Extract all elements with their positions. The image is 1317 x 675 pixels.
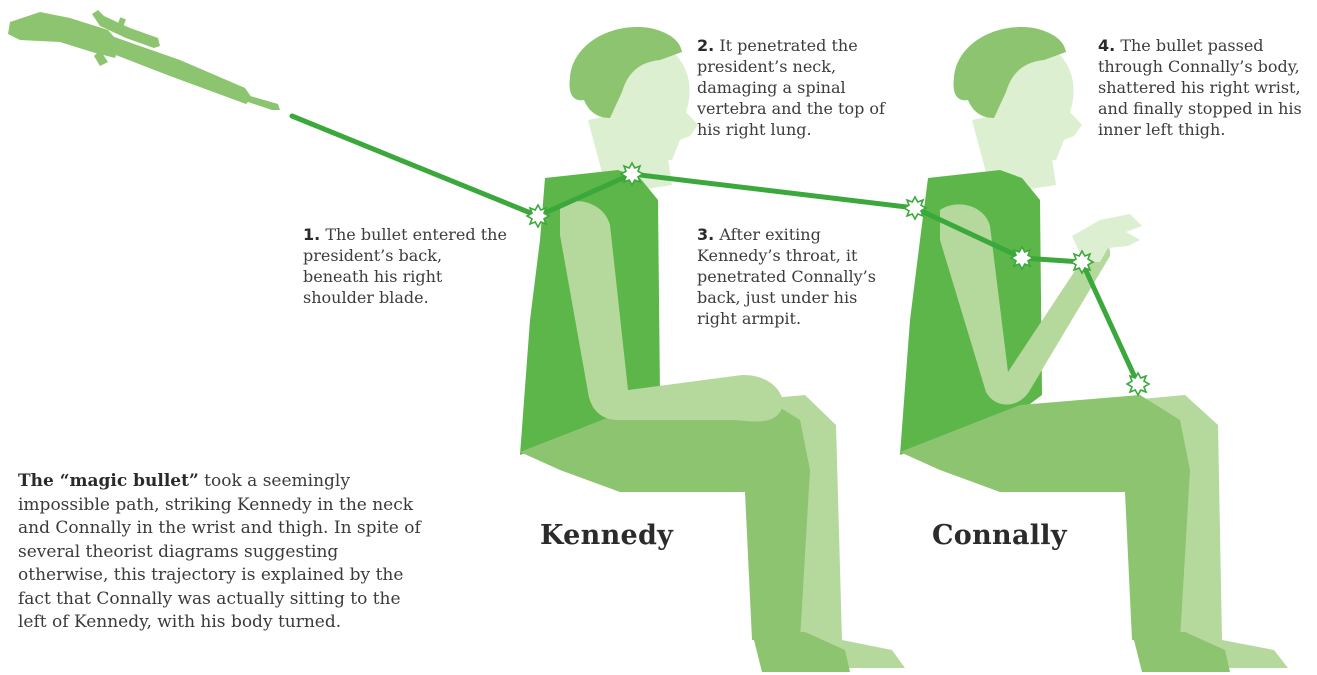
kennedy-label: Kennedy [540,520,673,552]
callout-number: 2. [697,36,714,55]
caption-body: took a seemingly impossible path, striki… [18,471,421,632]
impact-burst-icon [1071,251,1093,273]
callout-text: The bullet passed through Connally’s bod… [1098,36,1302,139]
impact-burst-icon [621,163,643,185]
callout-text: It penetrated the president’s neck, dama… [697,36,885,139]
callout-number: 1. [303,225,320,244]
connally-label: Connally [932,520,1067,552]
impact-burst-icon [1127,373,1149,395]
callout-text: After exiting Kennedy’s throat, it penet… [697,225,876,328]
rifle-icon [8,10,280,110]
impact-burst-icon [904,197,926,219]
impact-burst-icon [527,205,549,227]
callout-step-3: 3. After exiting Kennedy’s throat, it pe… [697,224,902,329]
callout-step-1: 1. The bullet entered the president’s ba… [303,224,508,308]
caption: The “magic bullet” took a seemingly impo… [18,470,433,635]
callout-step-4: 4. The bullet passed through Connally’s … [1098,35,1308,140]
callout-number: 3. [697,225,714,244]
caption-lead: The “magic bullet” [18,471,199,491]
callout-number: 4. [1098,36,1115,55]
impact-burst-icon [1011,247,1033,269]
callout-step-2: 2. It penetrated the president’s neck, d… [697,35,892,140]
callout-text: The bullet entered the president’s back,… [303,225,507,307]
